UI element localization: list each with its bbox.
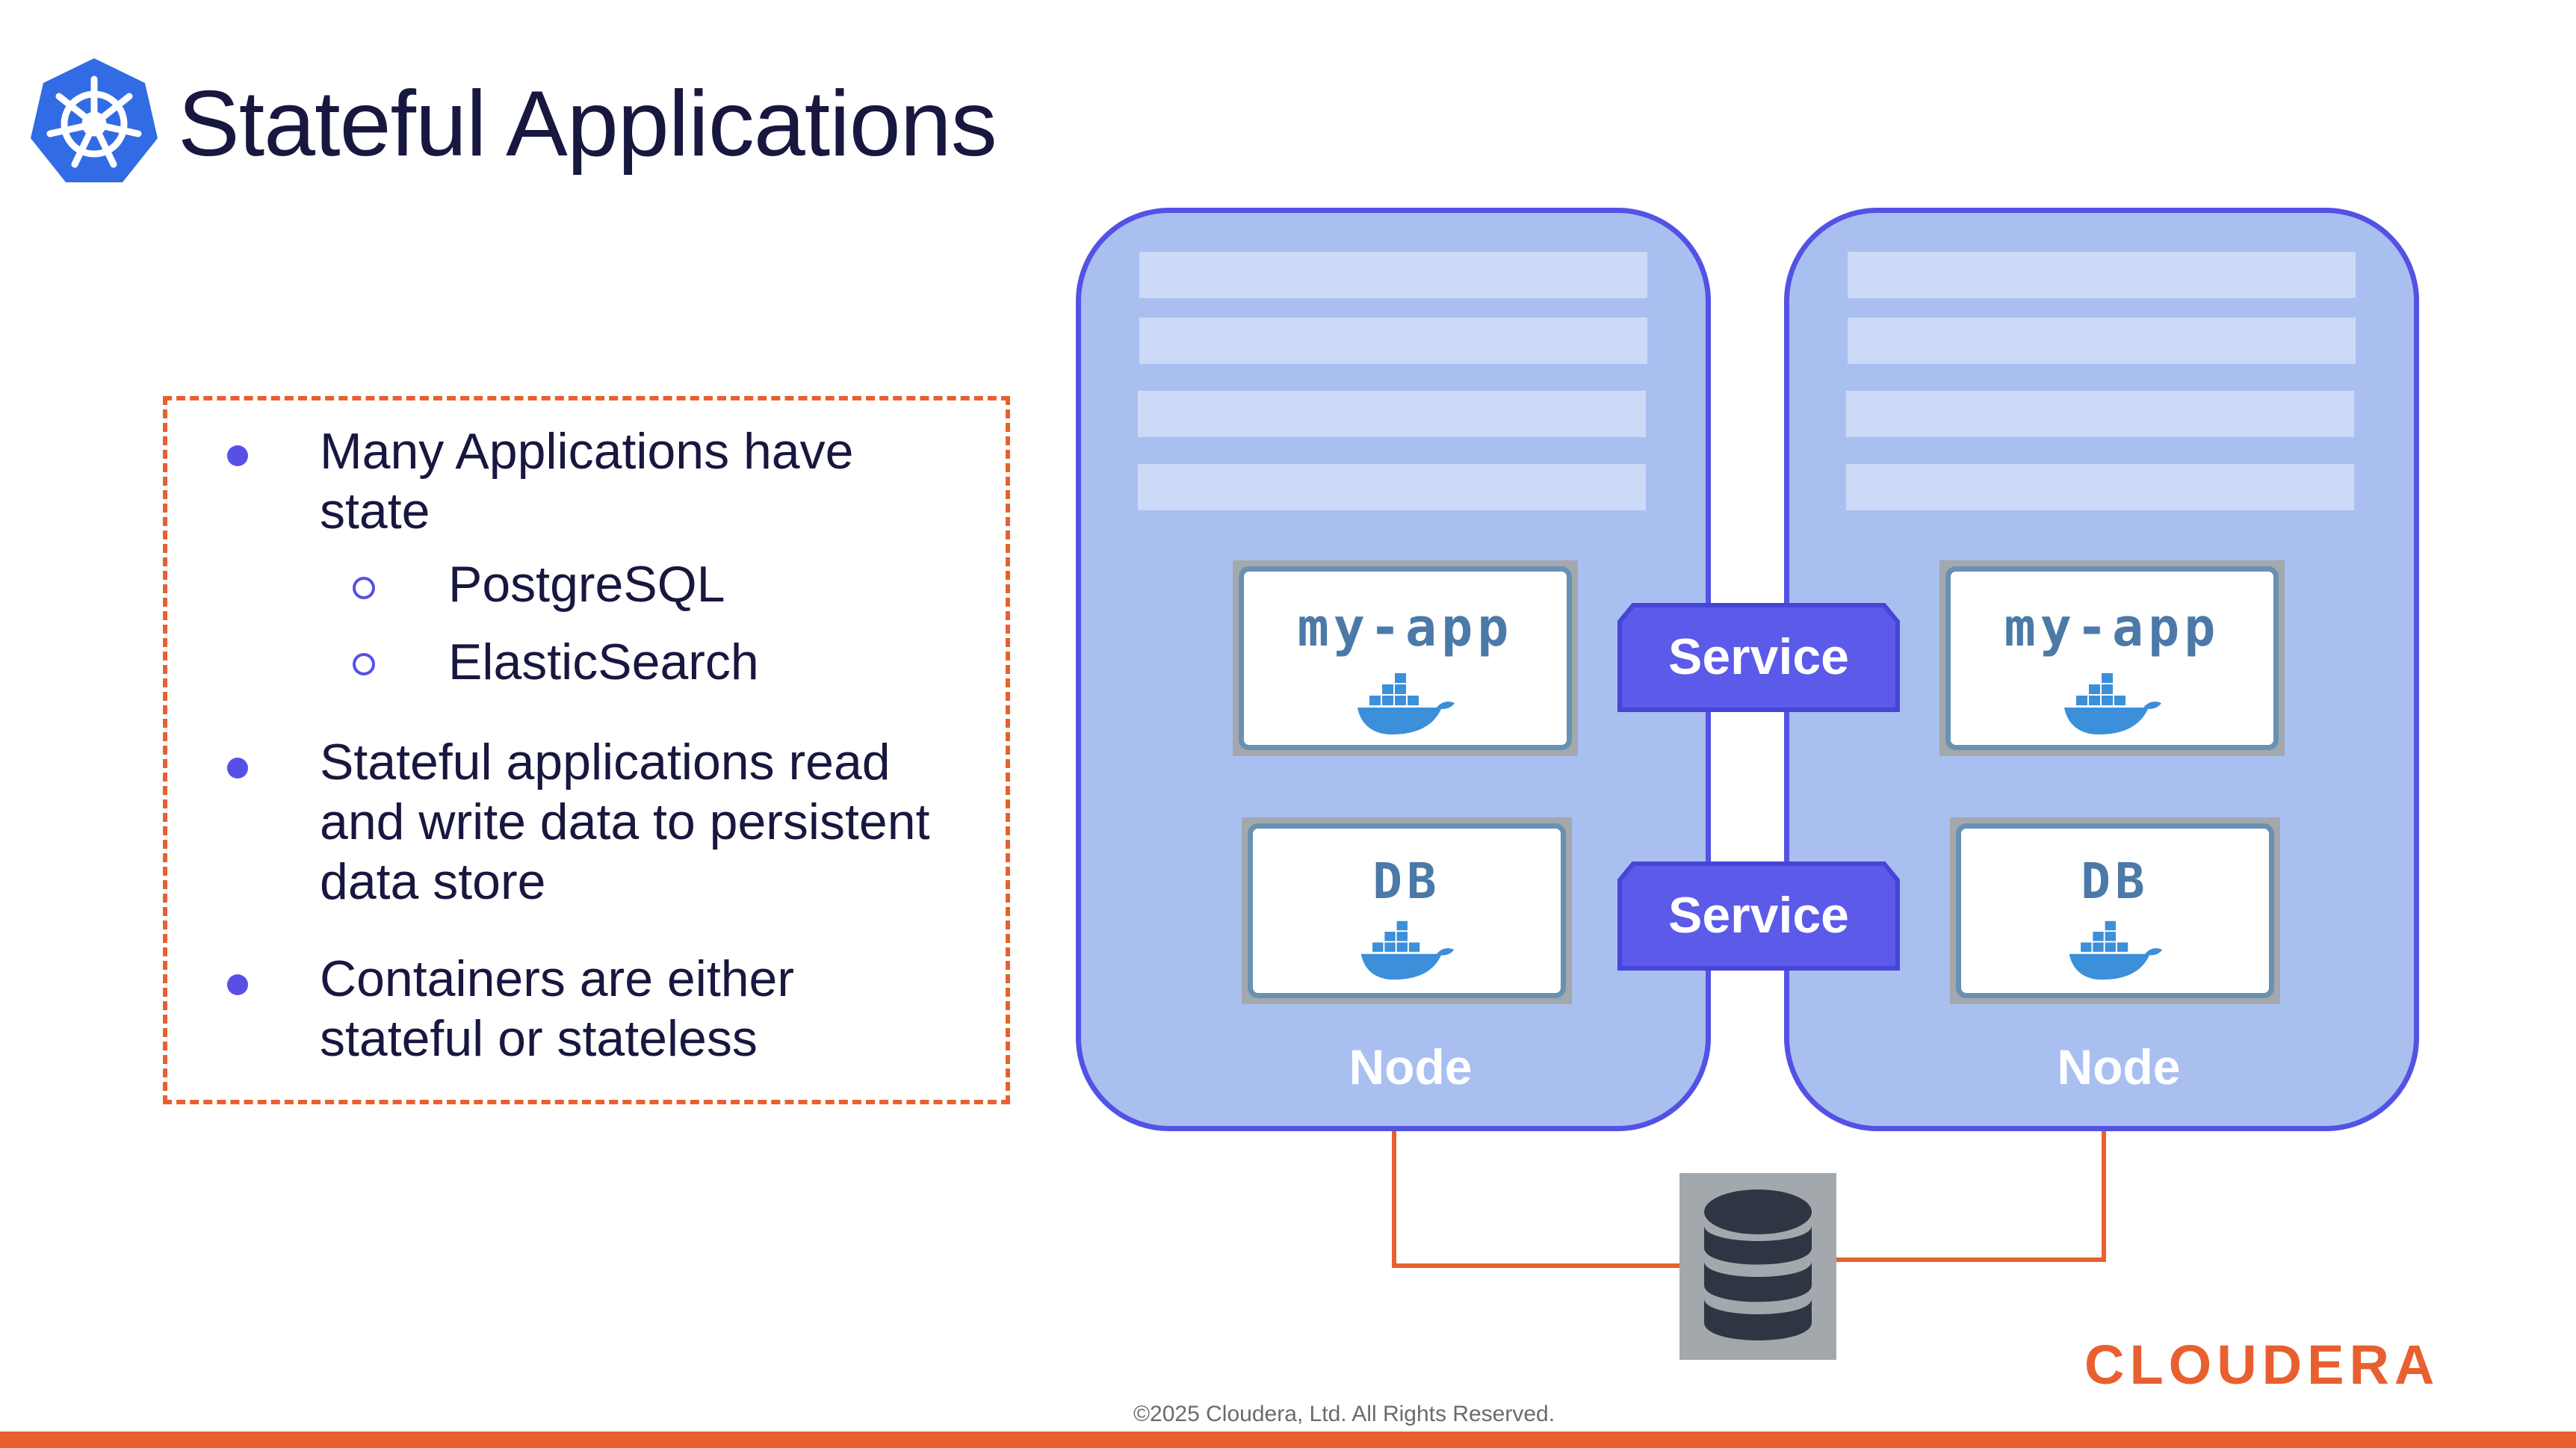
node-bar [1848, 318, 2356, 364]
cloudera-logo: CLOUDERA [2084, 1334, 2440, 1396]
footer-accent-bar [0, 1432, 2576, 1448]
bullet-dot [227, 445, 248, 466]
node-label: Node [1349, 1039, 1473, 1095]
sub-bullet-elasticsearch: ElasticSearch [448, 634, 759, 690]
node-bar [1139, 318, 1647, 364]
bullet-1-line-1: Many Applications have [320, 423, 854, 480]
db-container: DB [1242, 817, 1572, 1004]
bullet-dot [227, 974, 248, 995]
bullet-3-line-2: stateful or stateless [320, 1010, 758, 1067]
bullet-2-line-3: data store [320, 853, 546, 910]
service-connector: Service [1617, 861, 1901, 971]
node-bar [1846, 464, 2354, 510]
bullet-2-line-1: Stateful applications read [320, 734, 891, 790]
docker-whale-icon [2069, 921, 2163, 980]
slide-title: Stateful Applications [178, 72, 997, 176]
app-container-label: my-app [1297, 597, 1514, 658]
service-connector: Service [1617, 602, 1901, 713]
node-bar [1846, 391, 2354, 437]
bullet-dot [227, 758, 248, 779]
app-container-label: my-app [2004, 597, 2220, 658]
node-bar [1138, 391, 1646, 437]
db-container: DB [1950, 817, 2280, 1004]
kubernetes-logo-icon [27, 55, 161, 190]
app-container: my-app [1939, 560, 2285, 756]
docker-whale-icon [1360, 921, 1455, 980]
docker-whale-icon [1357, 673, 1455, 734]
bullet-3-line-1: Containers are either [320, 950, 795, 1007]
copyright-text: ©2025 Cloudera, Ltd. All Rights Reserved… [1133, 1402, 1555, 1426]
database-icon [1679, 1173, 1836, 1360]
bullet-box [163, 396, 1010, 1104]
bullet-1-line-2: state [320, 483, 430, 539]
sub-bullet-ring [353, 653, 375, 675]
db-container-label: DB [1372, 853, 1441, 910]
app-container: my-app [1233, 560, 1578, 756]
node-label: Node [2057, 1039, 2181, 1095]
sub-bullet-postgresql: PostgreSQL [448, 556, 725, 613]
node-bar [1139, 252, 1647, 298]
service-label: Service [1668, 887, 1849, 944]
bullet-2-line-2: and write data to persistent [320, 793, 930, 850]
node-bar [1848, 252, 2356, 298]
service-label: Service [1668, 628, 1849, 685]
db-container-label: DB [2081, 853, 2149, 910]
sub-bullet-ring [353, 577, 375, 599]
docker-whale-icon [2064, 673, 2161, 734]
node-bar [1138, 464, 1646, 510]
